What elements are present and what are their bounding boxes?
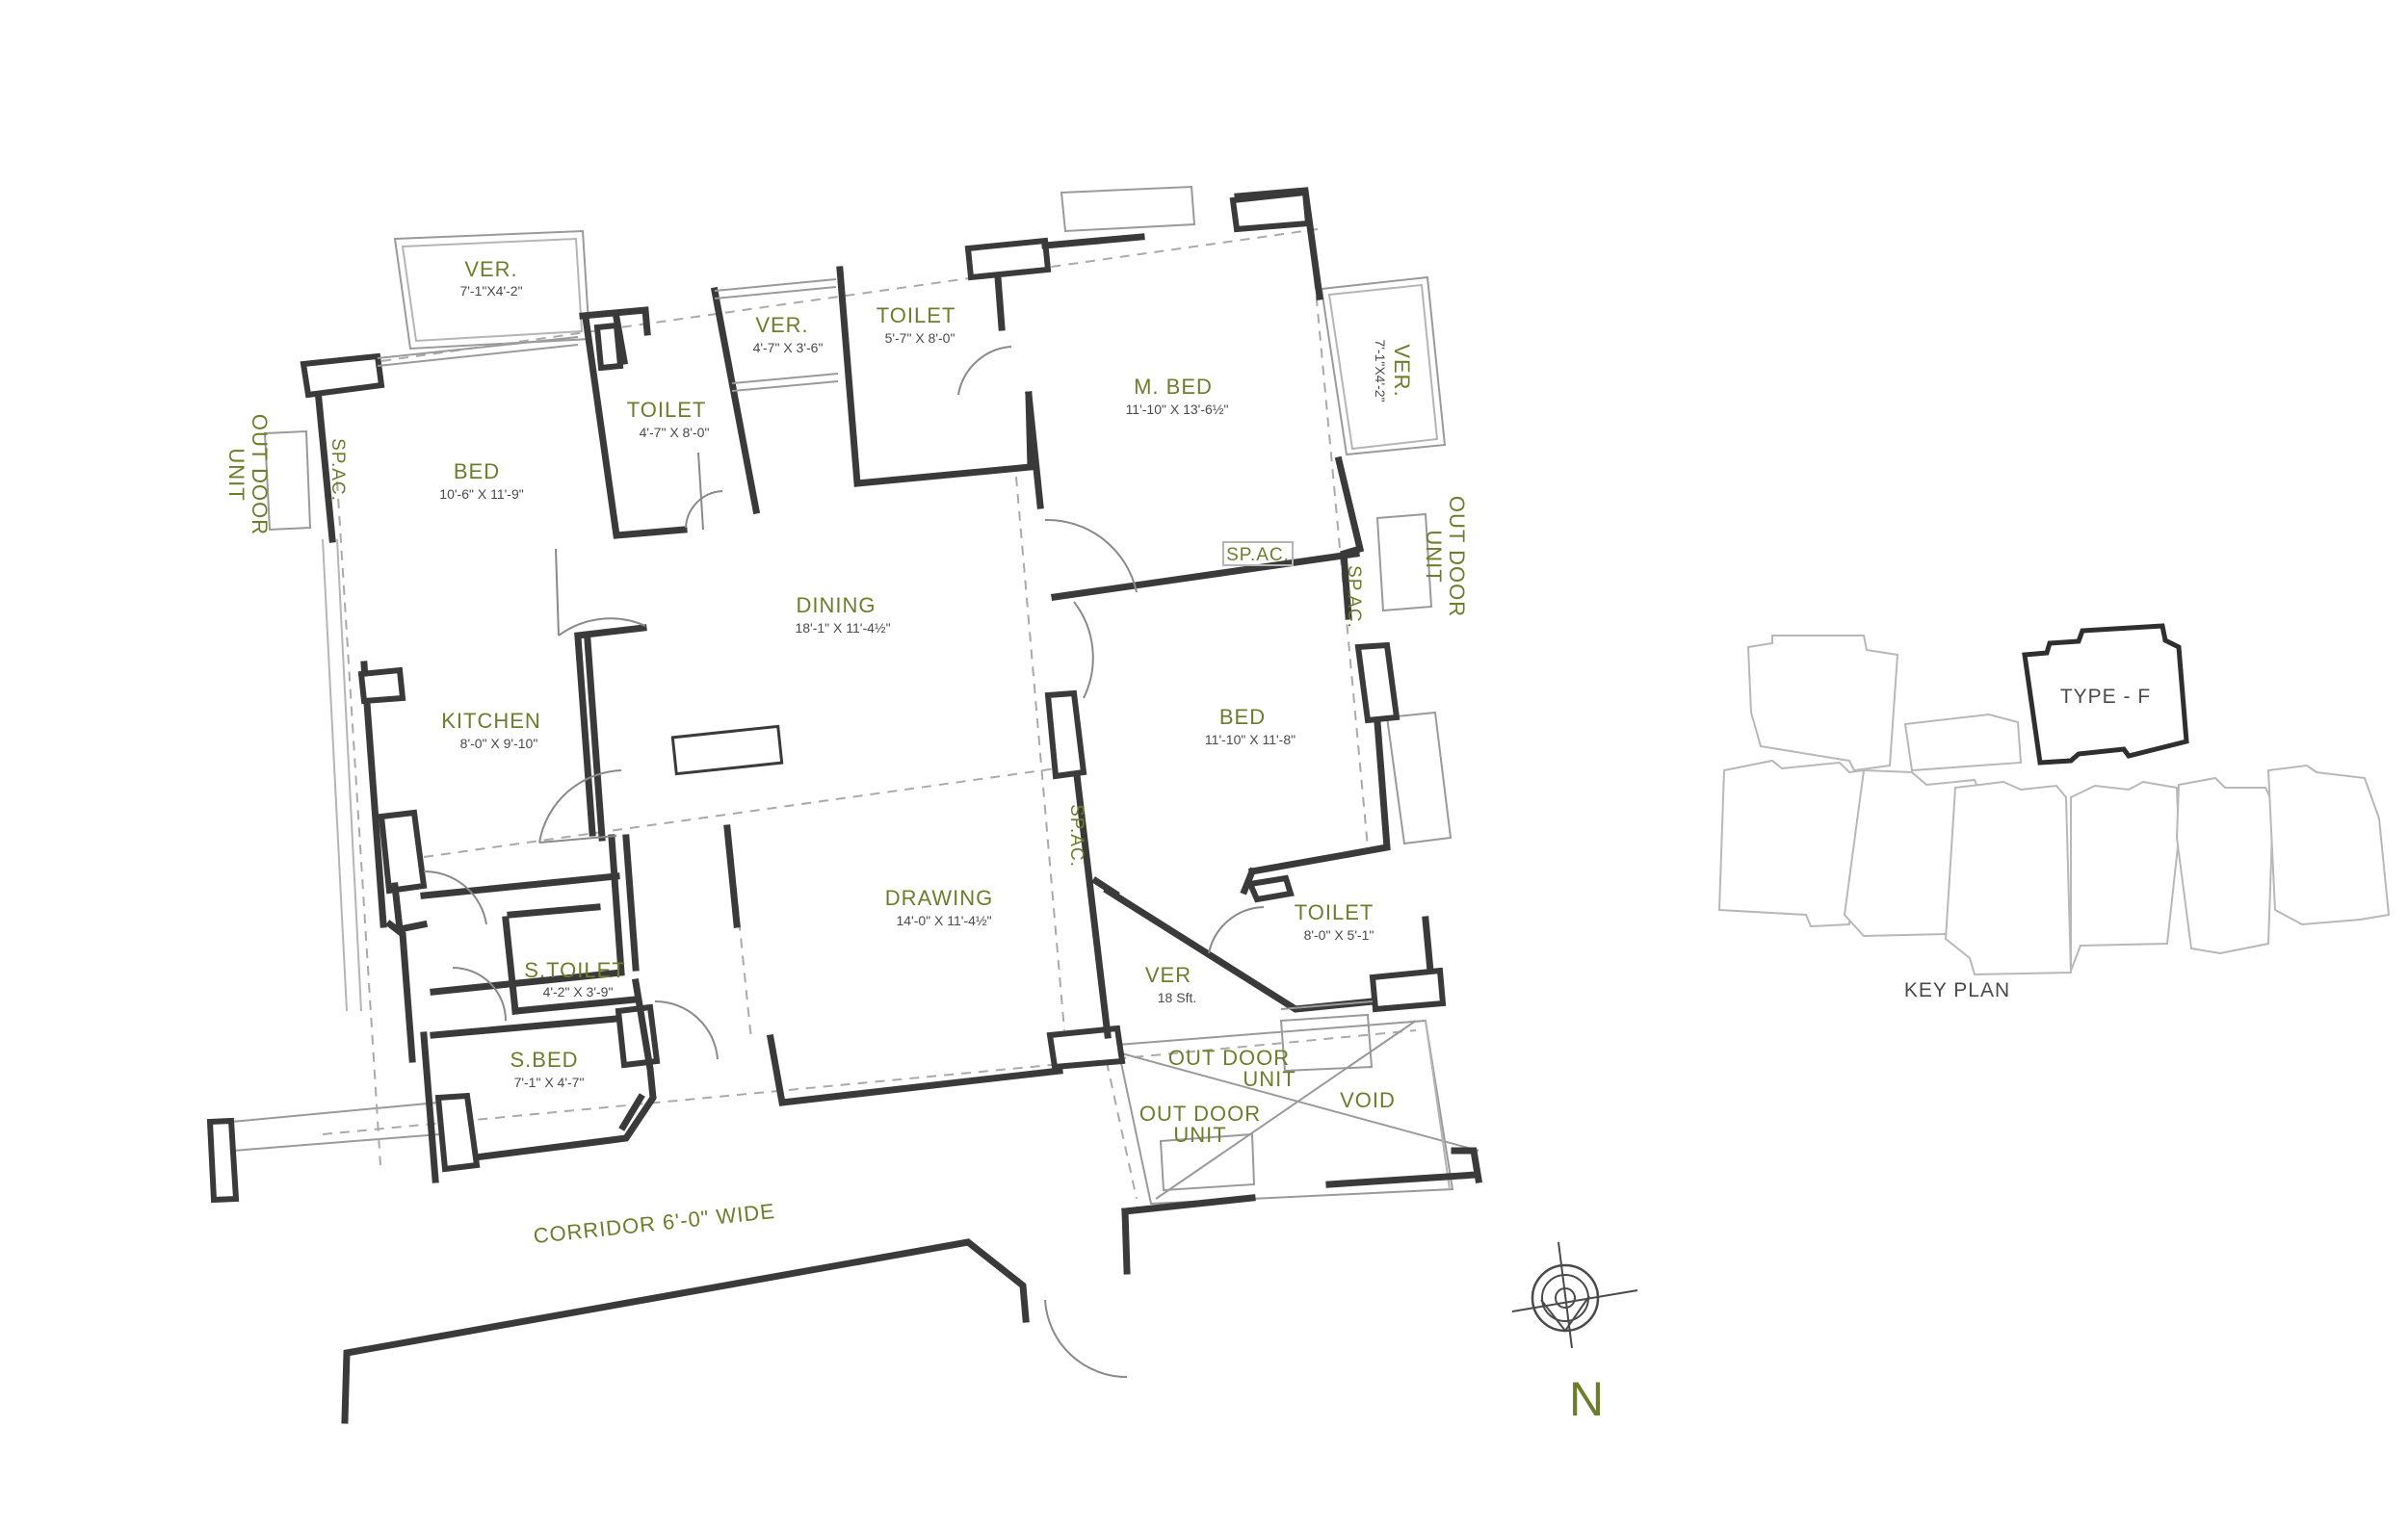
sp-ac-label-mbed: SP.AC. xyxy=(1226,545,1290,565)
room-toilet-1-dim: 4'-7" X 8'-0" xyxy=(640,425,710,440)
room-kitchen-dim: 8'-0" X 9'-10" xyxy=(460,736,538,751)
dining-table xyxy=(670,724,784,776)
room-m-bed-dim: 11'-10" X 13'-6½" xyxy=(1126,402,1229,417)
sp-ac-label-e: SP.AC. xyxy=(1344,565,1364,629)
room-s-bed-dim: 7'-1" X 4'-7" xyxy=(514,1075,585,1090)
room-m-bed-label: M. BED xyxy=(1134,375,1213,399)
out-door-e-line2: UNIT xyxy=(1422,530,1446,583)
out-door-w-line1: OUT DOOR xyxy=(248,414,272,535)
room-bed-e-dim: 11'-10" X 11'-8" xyxy=(1205,732,1296,747)
room-s-toilet-label: S.TOILET xyxy=(524,958,625,982)
room-bed-w-label: BED xyxy=(454,459,500,483)
out-door-e-line1: OUT DOOR xyxy=(1445,496,1469,617)
room-toilet-3-label: TOILET xyxy=(1295,900,1374,924)
room-ver-n-label: VER. xyxy=(755,313,808,337)
out-door-s1-line2: UNIT xyxy=(1243,1067,1296,1091)
dashed-grid-lines xyxy=(312,228,1417,1200)
void-label: VOID xyxy=(1340,1088,1396,1112)
sp-ac-label-drawing: SP.AC. xyxy=(1066,804,1086,868)
room-bed-w-dim: 10'-6" X 11'-9" xyxy=(439,486,523,502)
room-kitchen-label: KITCHEN xyxy=(441,709,541,733)
corridor-label: CORRIDOR 6'-0" WIDE xyxy=(532,1199,775,1248)
key-plan: TYPE - F KEY PLAN xyxy=(1717,623,2391,1001)
room-toilet-1-label: TOILET xyxy=(627,398,707,422)
room-ver-nw-label: VER. xyxy=(464,257,517,281)
balcony-outlines xyxy=(229,185,1453,1192)
out-door-s2-line1: OUT DOOR xyxy=(1139,1102,1261,1126)
sp-ac-label-w: SP.AC. xyxy=(327,438,348,502)
room-ver-e-label: VER. xyxy=(1390,344,1414,397)
room-drawing-dim: 14'-0" X 11'-4½" xyxy=(896,913,991,928)
room-s-toilet-dim: 4'-2" X 3'-9" xyxy=(543,984,614,1000)
room-dining-dim: 18'-1" X 11'-4½" xyxy=(795,620,890,636)
out-door-s1-line1: OUT DOOR xyxy=(1168,1046,1290,1070)
room-dining-label: DINING xyxy=(797,593,877,617)
room-toilet-3-dim: 8'-0" X 5'-1" xyxy=(1304,927,1374,943)
out-door-w-line2: UNIT xyxy=(224,448,249,501)
out-door-s2-line2: UNIT xyxy=(1173,1123,1226,1147)
room-ver-s-label: VER xyxy=(1145,963,1191,987)
door-swings xyxy=(423,346,1265,1379)
room-ver-e-dim: 7'-1"X4'-2" xyxy=(1373,339,1388,402)
room-ver-s-dim: 18 Sft. xyxy=(1158,990,1196,1005)
type-label: TYPE - F xyxy=(2060,686,2151,708)
room-s-bed-label: S.BED xyxy=(510,1048,578,1072)
key-plan-label: KEY PLAN xyxy=(1904,979,2010,1001)
walls xyxy=(206,187,1483,1424)
room-ver-n-dim: 4'-7" X 3'-6" xyxy=(753,340,824,355)
room-drawing-label: DRAWING xyxy=(885,886,994,910)
room-bed-e-label: BED xyxy=(1219,705,1266,729)
north-arrow: N xyxy=(1511,1241,1638,1426)
room-toilet-2-dim: 5'-7" X 8'-0" xyxy=(885,330,955,346)
void-area xyxy=(1107,1019,1479,1206)
room-toilet-2-label: TOILET xyxy=(877,303,956,327)
room-ver-e: VER. 7'-1"X4'-2" xyxy=(1373,339,1414,402)
room-labels: VER. 7'-1"X4'-2" BED 10'-6" X 11'-9" TOI… xyxy=(439,257,1414,1090)
north-label: N xyxy=(1569,1372,1604,1426)
room-ver-nw-dim: 7'-1"X4'-2" xyxy=(459,283,522,299)
